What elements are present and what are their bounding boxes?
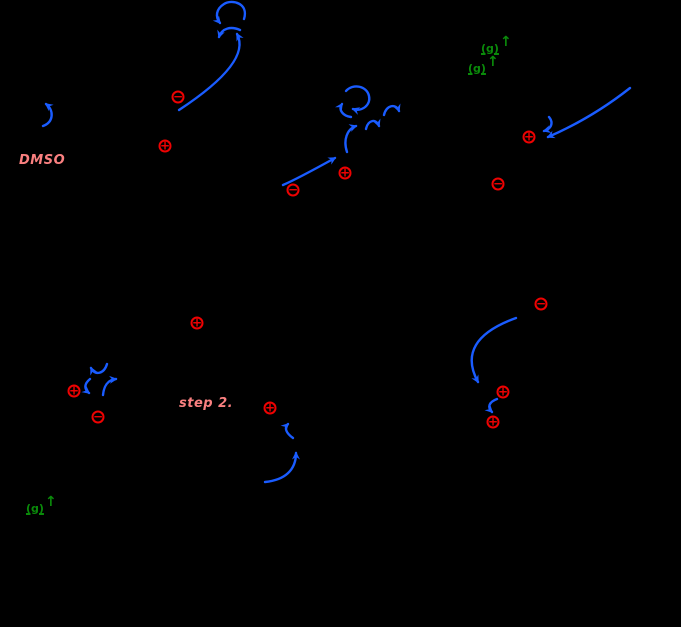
curved-arrow-top-left-hook (41, 102, 54, 128)
curved-arrow-mid-loop (344, 85, 371, 115)
gas-up-arrow-icon: ↑ (44, 494, 57, 510)
plus-charge-symbol: + (486, 414, 500, 429)
plus-sign: + (523, 129, 535, 144)
plus-charge-symbol: + (67, 383, 81, 398)
minus-sign: − (92, 409, 104, 424)
curved-arrow-left-smile-arc (89, 362, 109, 376)
plus-sign: + (159, 138, 171, 153)
gas-evolution-annotation: (g)↑ (481, 35, 512, 56)
curved-arrow-left-paren-hook (81, 377, 92, 395)
plus-sign: + (339, 165, 351, 180)
gas-phase-label: (g) (26, 502, 44, 515)
plus-charge-symbol: + (496, 384, 510, 399)
curved-arrow-top-left-big-arc (177, 32, 244, 112)
curved-arrow-right-big-arc (546, 86, 632, 139)
curved-arrow-center-arc (263, 451, 300, 484)
curved-arrow-mid-hook-up (335, 102, 353, 119)
gas-phase-label: (g) (481, 42, 499, 55)
curved-arrow-mid-hook-right-b (364, 118, 381, 131)
gas-up-arrow-icon: ↑ (486, 54, 499, 70)
plus-sign: + (264, 400, 276, 415)
curved-arrow-mid-up-arrow (344, 124, 358, 154)
minus-sign: − (287, 182, 299, 197)
minus-charge-symbol: − (491, 176, 505, 191)
curved-arrow-bottom-right-hook (484, 397, 499, 414)
minus-sign: − (492, 176, 504, 191)
curved-arrow-bottom-right-arc (470, 316, 518, 384)
minus-charge-symbol: − (91, 409, 105, 424)
gas-evolution-annotation: (g)↑ (26, 495, 57, 516)
gas-up-arrow-icon: ↑ (499, 34, 512, 50)
plus-sign: + (68, 383, 80, 398)
curved-arrow-left-up-arrow (101, 375, 118, 397)
plus-sign: + (497, 384, 509, 399)
minus-sign: − (172, 89, 184, 104)
curved-arrow-center-hook (280, 422, 295, 440)
plus-sign: + (487, 414, 499, 429)
minus-charge-symbol: − (534, 296, 548, 311)
dmso-label: DMSO (19, 153, 66, 168)
gas-phase-label: (g) (468, 62, 486, 75)
curved-arrow-right-hook (542, 115, 553, 134)
curved-arrow-mid-hook-right-a (382, 103, 401, 117)
curved-arrow-mid-long-arc (281, 156, 337, 187)
plus-charge-symbol: + (263, 400, 277, 415)
step-2-label: step 2. (179, 396, 234, 411)
curved-arrow-top-loop (212, 0, 247, 25)
minus-charge-symbol: − (171, 89, 185, 104)
plus-charge-symbol: + (338, 165, 352, 180)
plus-sign: + (191, 315, 203, 330)
gas-evolution-annotation: (g)↑ (468, 55, 499, 76)
plus-charge-symbol: + (158, 138, 172, 153)
minus-sign: − (535, 296, 547, 311)
plus-charge-symbol: + (522, 129, 536, 144)
curved-arrow-top-hook (217, 26, 242, 39)
minus-charge-symbol: − (286, 182, 300, 197)
plus-charge-symbol: + (190, 315, 204, 330)
